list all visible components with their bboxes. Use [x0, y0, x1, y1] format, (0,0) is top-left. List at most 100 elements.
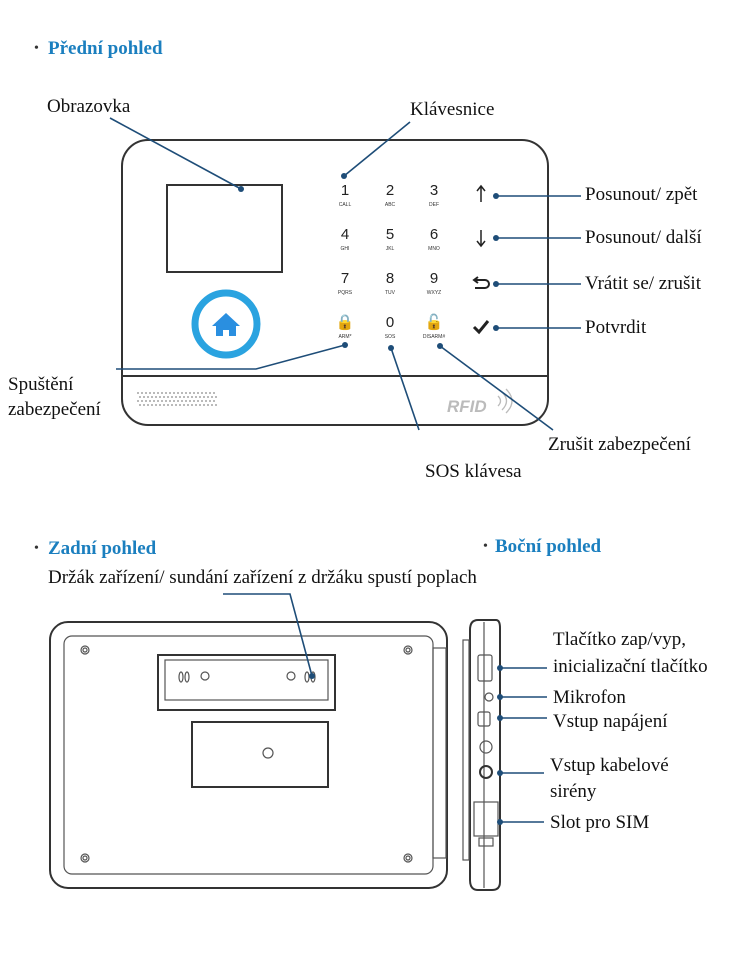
grille-hole — [179, 404, 181, 406]
grille-hole — [175, 396, 177, 398]
grille-hole — [213, 392, 215, 394]
label-bracket: Držák zařízení/ sundání zařízení z držák… — [48, 567, 477, 588]
home-icon — [212, 313, 240, 336]
grille-hole — [203, 404, 205, 406]
key-digit: 🔓 — [425, 313, 444, 331]
grille-hole — [187, 396, 189, 398]
label-arm-2: zabezpečení — [8, 399, 101, 420]
key-digit: 7 — [341, 270, 349, 287]
key-letters: MNO — [428, 246, 440, 252]
sim-slot — [473, 801, 499, 837]
grille-hole — [149, 400, 151, 402]
grille-hole — [189, 400, 191, 402]
grille-hole — [209, 392, 211, 394]
grille-hole — [195, 396, 197, 398]
label-power-in: Vstup napájení — [553, 711, 668, 732]
key-letters: ARM* — [338, 334, 351, 340]
speaker-grille — [137, 392, 217, 406]
grille-hole — [197, 400, 199, 402]
grille-hole — [185, 400, 187, 402]
label-sim: Slot pro SIM — [550, 812, 650, 833]
rfid-waves-icon — [497, 388, 513, 414]
grille-hole — [169, 400, 171, 402]
mounting-bracket — [157, 654, 336, 711]
grille-hole — [143, 396, 145, 398]
grille-hole — [177, 400, 179, 402]
grille-hole — [161, 392, 163, 394]
microphone — [484, 692, 494, 702]
grille-hole — [205, 392, 207, 394]
grille-hole — [145, 400, 147, 402]
label-scroll-up: Posunout/ zpět — [585, 184, 698, 205]
grille-hole — [183, 404, 185, 406]
grille-hole — [185, 392, 187, 394]
key-digit: 5 — [386, 226, 394, 243]
key-digit: 8 — [386, 270, 394, 287]
key-digit: 9 — [430, 270, 438, 287]
grille-hole — [157, 392, 159, 394]
grille-hole — [163, 396, 165, 398]
grille-hole — [137, 400, 139, 402]
grille-hole — [207, 404, 209, 406]
grille-hole — [177, 392, 179, 394]
grille-hole — [187, 404, 189, 406]
label-mic: Mikrofon — [553, 687, 626, 708]
label-back-cancel: Vrátit se/ zrušit — [585, 273, 701, 294]
label-siren-1: Vstup kabelové — [550, 755, 669, 776]
grille-hole — [197, 392, 199, 394]
key-letters: SOS — [385, 334, 396, 340]
grille-hole — [139, 404, 141, 406]
grille-hole — [215, 396, 217, 398]
grille-hole — [163, 404, 165, 406]
grille-hole — [209, 400, 211, 402]
grille-hole — [181, 392, 183, 394]
key-letters: DEF — [429, 202, 439, 208]
label-sos: SOS klávesa — [425, 461, 522, 482]
grille-hole — [193, 392, 195, 394]
grille-hole — [191, 404, 193, 406]
grille-hole — [199, 404, 201, 406]
label-keypad: Klávesnice — [410, 99, 495, 120]
arrow-down-icon — [476, 230, 486, 248]
grille-hole — [191, 396, 193, 398]
grille-hole — [203, 396, 205, 398]
rfid-logo: RFID — [447, 397, 487, 416]
label-disarm: Zrušit zabezpečení — [548, 434, 691, 455]
label-siren-2: sirény — [550, 781, 597, 802]
grille-hole — [147, 404, 149, 406]
key-digit: 6 — [430, 226, 438, 243]
grille-hole — [211, 404, 213, 406]
bullet: • — [483, 539, 488, 554]
arrow-up-icon — [476, 184, 486, 202]
grille-hole — [193, 400, 195, 402]
label-power-1: Tlačítko zap/vyp, — [553, 629, 686, 650]
front-view-heading: Přední pohled — [48, 38, 163, 59]
key-digit: 4 — [341, 226, 349, 243]
grille-hole — [201, 400, 203, 402]
grille-hole — [141, 392, 143, 394]
grille-hole — [159, 396, 161, 398]
grille-hole — [181, 400, 183, 402]
grille-hole — [145, 392, 147, 394]
grille-hole — [195, 404, 197, 406]
grille-hole — [153, 400, 155, 402]
grille-hole — [189, 392, 191, 394]
grille-hole — [157, 400, 159, 402]
back-device — [49, 593, 448, 889]
nav-keys — [472, 184, 490, 335]
key-letters: CALL — [339, 202, 352, 208]
key-arm: 🔒ARM* — [336, 314, 355, 340]
label-arm-1: Spuštění — [8, 374, 74, 395]
grille-hole — [155, 396, 157, 398]
grille-hole — [171, 404, 173, 406]
grille-hole — [153, 392, 155, 394]
key-letters: TUV — [385, 290, 396, 296]
grille-hole — [165, 400, 167, 402]
grille-hole — [211, 396, 213, 398]
grille-hole — [167, 396, 169, 398]
